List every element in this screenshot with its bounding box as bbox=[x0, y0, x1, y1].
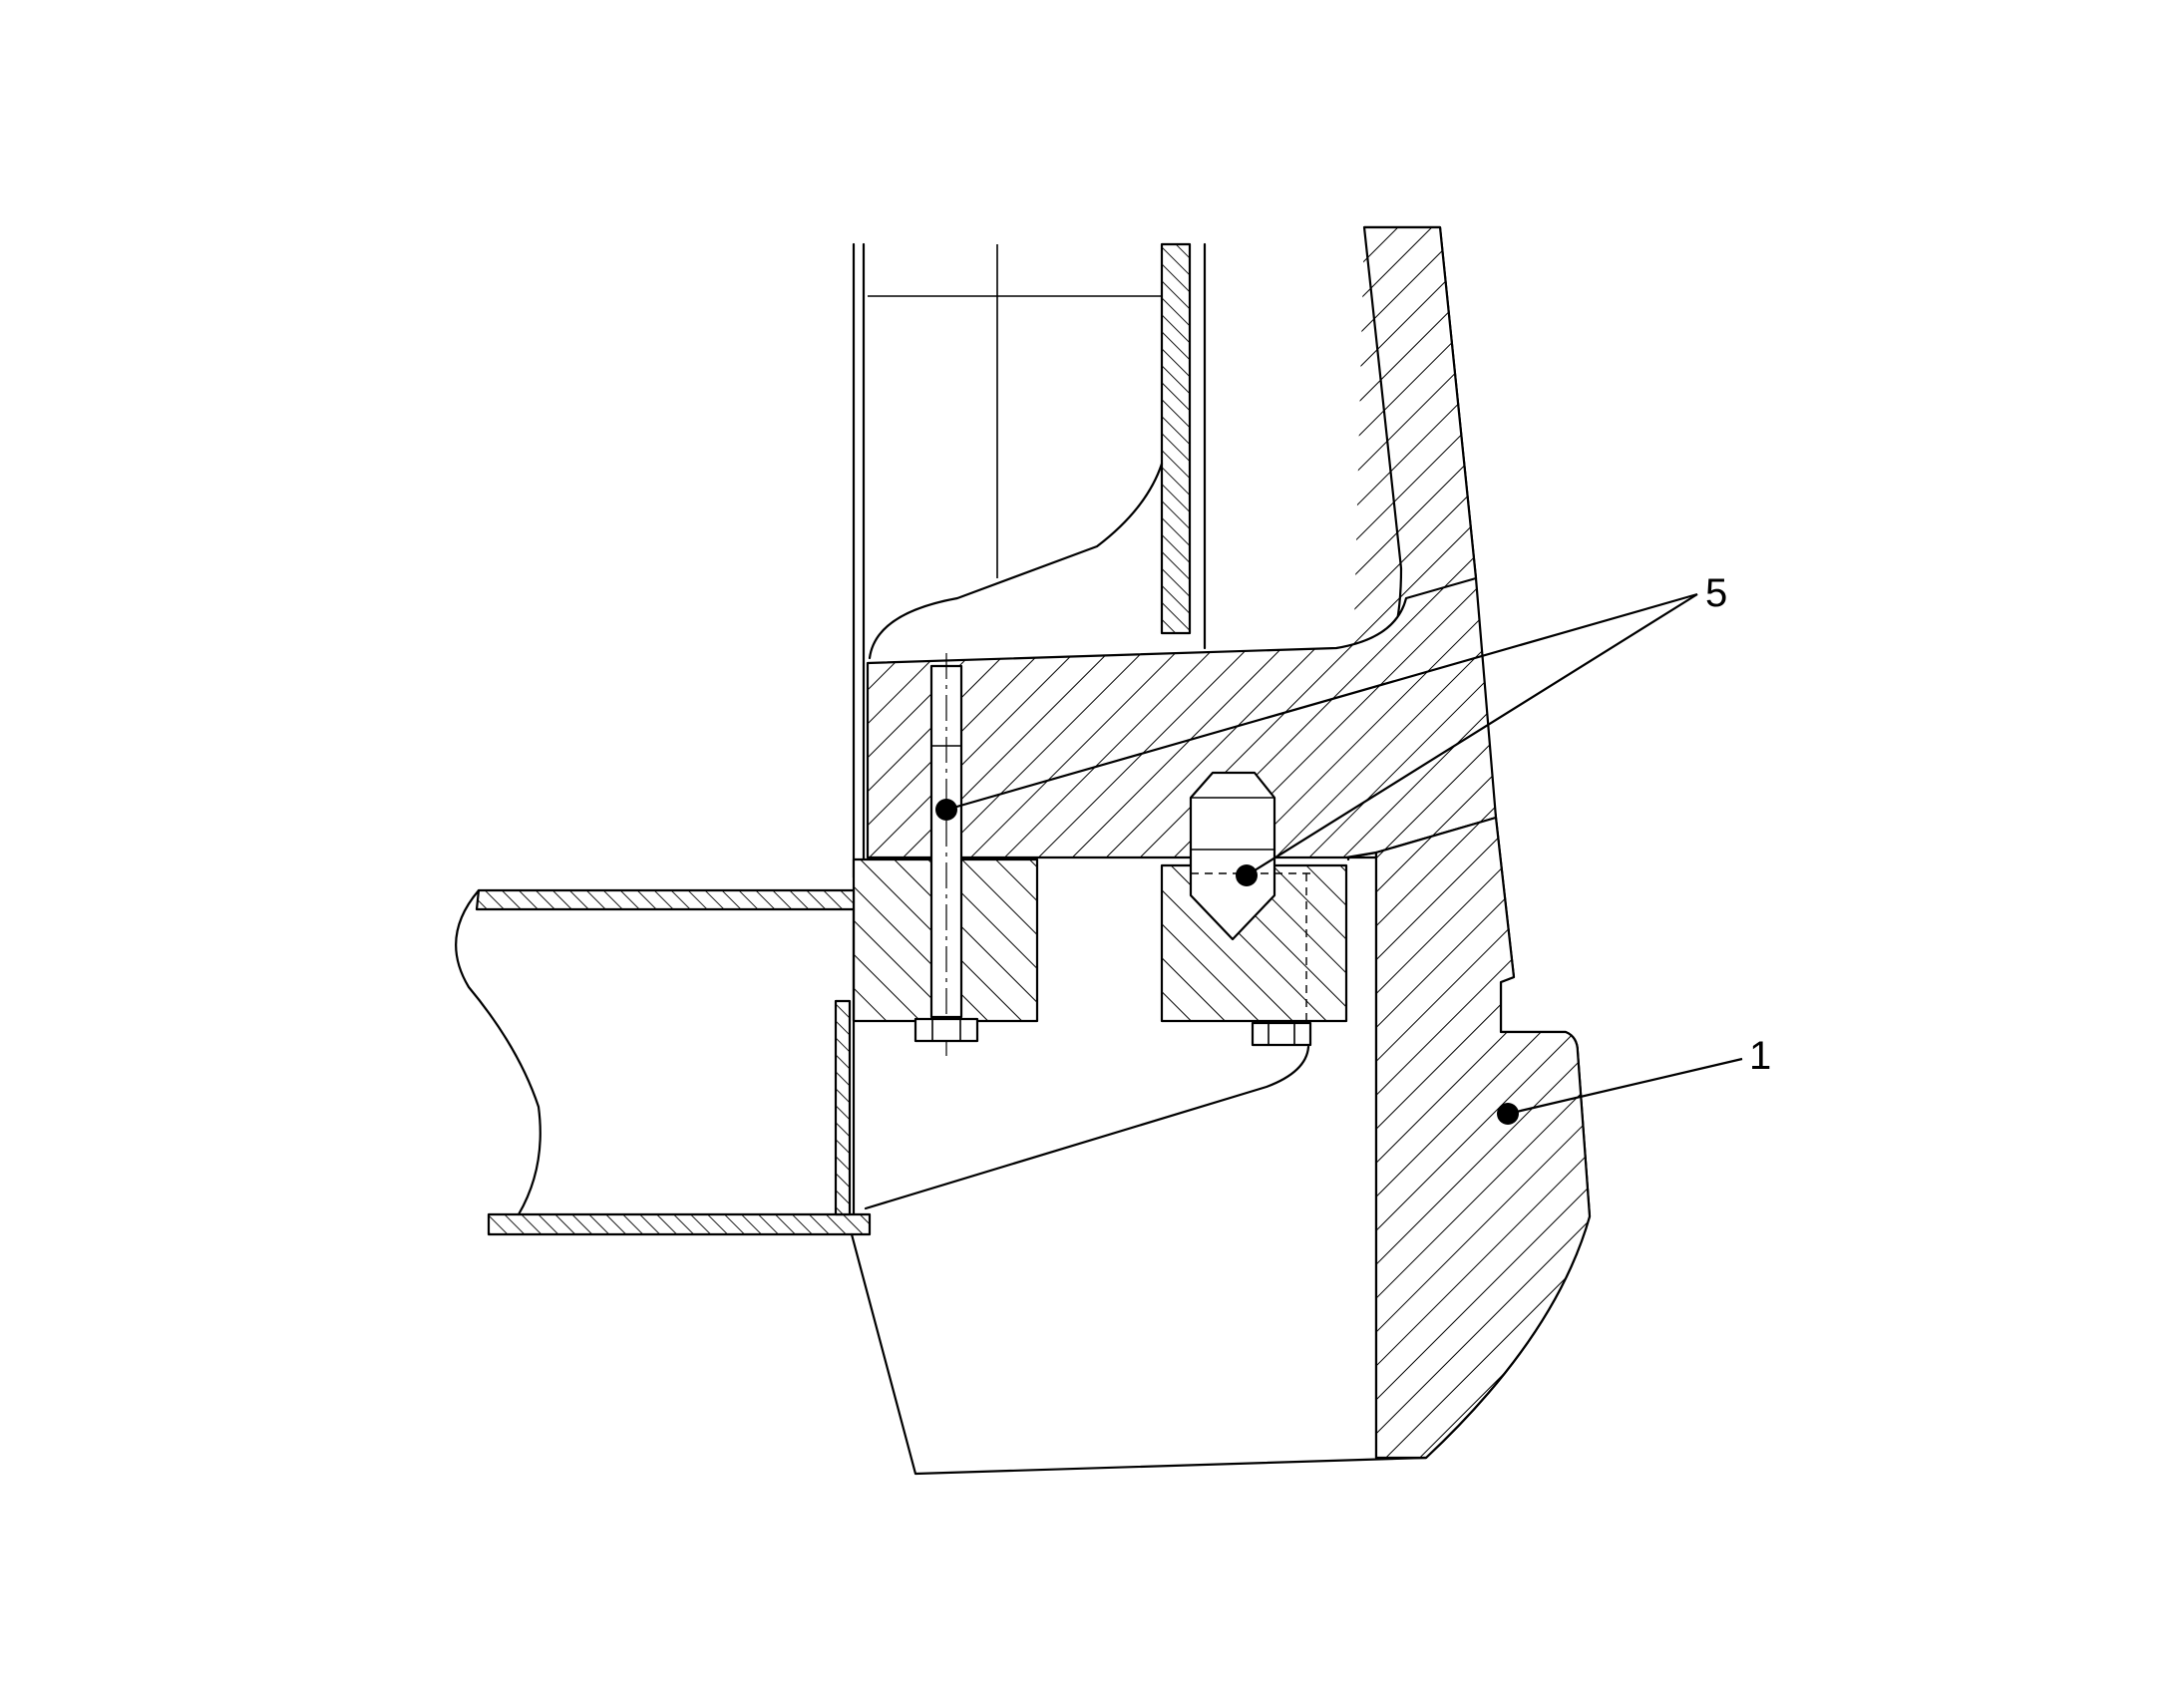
vertical-bolt bbox=[913, 653, 979, 1062]
callout-label-1: 1 bbox=[1749, 1034, 1771, 1078]
lower-gusset bbox=[864, 1045, 1310, 1210]
right-bolt-nut bbox=[1251, 1021, 1312, 1047]
callout-1-group: 1 bbox=[1497, 1034, 1771, 1125]
dowel-pin bbox=[1189, 771, 1316, 1021]
horizontal-pipe bbox=[455, 888, 872, 1236]
callout-5-group: 5 bbox=[935, 571, 1727, 886]
casing-lower bbox=[1374, 816, 1592, 1460]
lower-housing bbox=[850, 1232, 1428, 1476]
callout-label-5: 5 bbox=[1705, 571, 1727, 615]
upper-column bbox=[852, 242, 1207, 879]
